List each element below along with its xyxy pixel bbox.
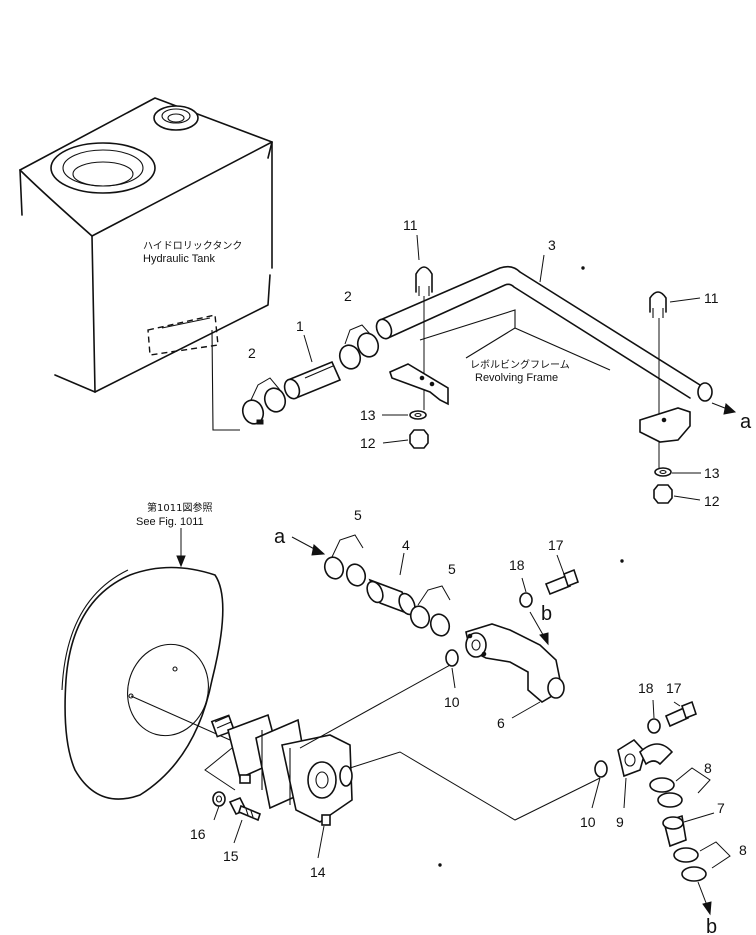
frame-label-jp: レボルビングフレーム — [470, 358, 570, 371]
callout-9: 9 — [616, 814, 624, 830]
nut-12-left — [409, 429, 429, 449]
right-hose-assembly — [649, 767, 731, 882]
callout-13-right: 13 — [704, 465, 720, 481]
callout-5-right: 5 — [448, 561, 456, 577]
callout-11-right: 11 — [704, 290, 719, 306]
callout-3: 3 — [548, 237, 556, 253]
bolt-17-top — [544, 568, 579, 596]
hydraulic-tank — [19, 97, 273, 431]
callout-12-right: 12 — [704, 493, 720, 509]
callout-7: 7 — [717, 800, 725, 816]
washer-13-right — [654, 467, 672, 477]
callout-6: 6 — [497, 715, 505, 731]
callout-1: 1 — [296, 318, 304, 334]
frame-label-en: Revolving Frame — [475, 372, 558, 384]
connection-b-mid: b — [541, 603, 552, 625]
callout-18-right: 18 — [638, 680, 654, 696]
see-fig-label-en: See Fig. 1011 — [136, 516, 204, 528]
right-elbow-fitting — [617, 738, 674, 778]
hydraulic-pump — [204, 664, 601, 826]
callout-4: 4 — [402, 537, 410, 553]
callout-12-left: 12 — [360, 435, 376, 451]
callout-5-left: 5 — [354, 507, 362, 523]
callout-10-right: 10 — [580, 814, 596, 830]
callout-2-left: 2 — [248, 345, 256, 361]
o-ring-10-right — [594, 760, 608, 778]
washer-18-top — [519, 592, 533, 608]
washer-16 — [212, 791, 226, 807]
see-fig-label-jp: 第1011図参照 — [147, 501, 212, 514]
callout-8-bottom: 8 — [739, 842, 747, 858]
callout-17-right: 17 — [666, 680, 682, 696]
washer-18-right — [647, 718, 661, 734]
connection-a-mid: a — [274, 526, 286, 548]
tank-label-jp: ハイドロリックタンク — [143, 240, 242, 252]
callout-17-top: 17 — [548, 537, 564, 553]
callout-13-left: 13 — [360, 407, 376, 423]
pump-hose-assembly — [291, 534, 451, 637]
callout-11-left: 11 — [403, 217, 418, 233]
washer-13-left — [409, 410, 427, 420]
o-ring-10-left — [445, 649, 459, 667]
suction-pipe — [375, 265, 713, 402]
connection-a-top: a — [740, 411, 752, 433]
callout-16: 16 — [190, 826, 206, 842]
nut-12-right — [653, 484, 673, 504]
u-bolt-left — [415, 266, 433, 296]
bracket-right — [639, 407, 691, 443]
callout-14: 14 — [310, 864, 326, 880]
callout-8-top: 8 — [704, 760, 712, 776]
suction-hose-assembly — [241, 324, 380, 425]
callout-2-right: 2 — [344, 288, 352, 304]
elbow-fitting — [465, 623, 565, 703]
callout-15: 15 — [223, 848, 239, 864]
callout-leaders — [213, 234, 715, 859]
connection-b-bottom: b — [706, 916, 717, 935]
callout-18-top: 18 — [509, 557, 525, 573]
bracket-left — [389, 363, 449, 406]
bolt-15 — [228, 796, 261, 822]
bolt-17-right — [664, 700, 697, 728]
u-bolt-right — [649, 291, 667, 318]
callout-10-left: 10 — [444, 694, 460, 710]
tank-label-en: Hydraulic Tank — [143, 253, 215, 265]
flywheel-housing — [61, 566, 231, 800]
